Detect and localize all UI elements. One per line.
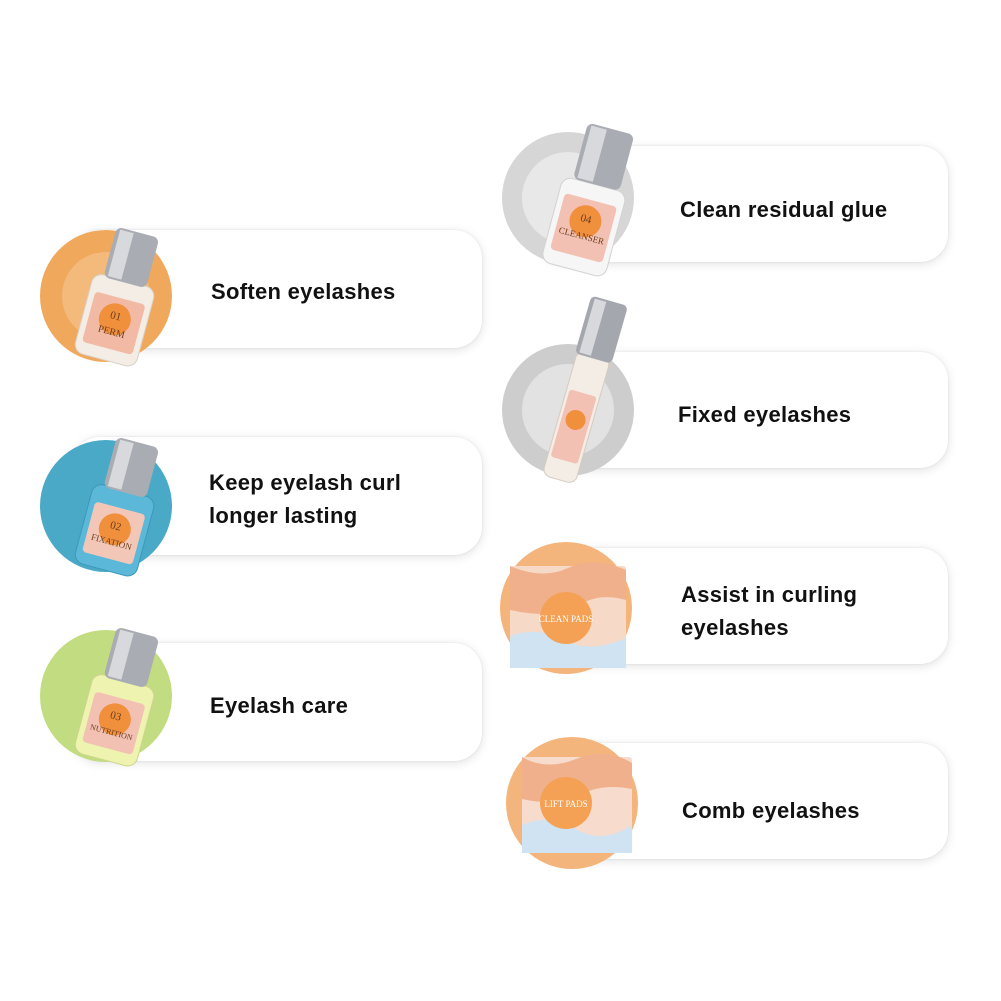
feature-label-keep-curl: Keep eyelash curl longer lasting [209,470,402,528]
bottle-number: 03 [109,709,123,724]
bottle-number: 01 [109,309,123,323]
feature-label-assist-curl: Assist in curling eyelashes [681,582,858,640]
cleanser-bottle-icon: 04 CLEANSER [500,118,650,298]
feature-label-soften: Soften eyelashes [211,279,396,304]
box-name: LIFT PADS [544,799,587,809]
fixation-bottle-icon: 02 FIXATION [40,420,180,580]
box-name: CLEAN PADS [539,614,593,624]
bottle-number: 04 [579,212,593,227]
nutrition-bottle-icon: 03 NUTRITION [40,610,180,770]
feature-label-comb: Comb eyelashes [682,798,860,823]
feature-label-care: Eyelash care [210,693,349,718]
perm-bottle-icon: 01 PERM [40,210,180,370]
glue-tube-icon [500,295,650,495]
feature-label-clean-glue: Clean residual glue [680,197,888,222]
feature-label-fixed: Fixed eyelashes [678,402,852,427]
bottle-number: 02 [109,519,123,533]
pad-box-icon: LIFT PADS [506,733,646,873]
pad-box-icon: CLEAN PADS [498,540,638,680]
